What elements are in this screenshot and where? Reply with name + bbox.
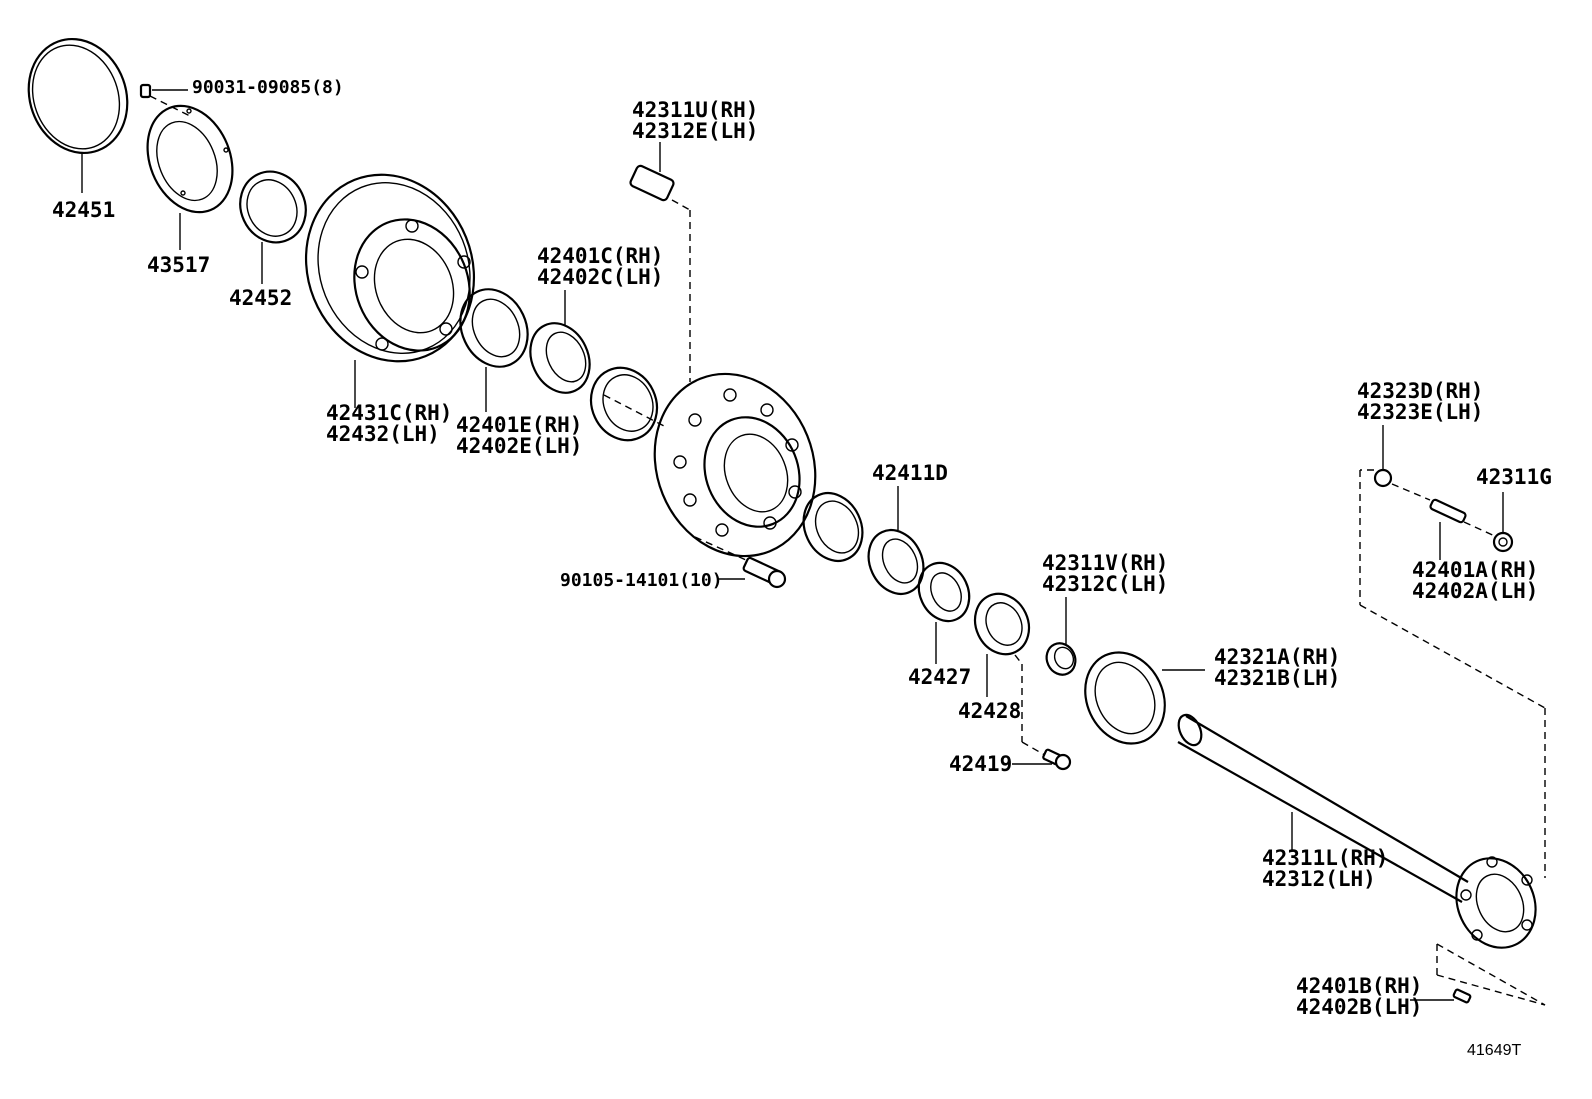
part-42323d-nut[interactable] bbox=[1359, 425, 1546, 878]
label-42323e-lh: 42323E(LH) bbox=[1357, 400, 1483, 424]
label-42323d-rh: 42323D(RH) bbox=[1357, 379, 1483, 403]
label-42411d: 42411D bbox=[872, 461, 948, 485]
part-42321a-gasket[interactable] bbox=[1071, 639, 1205, 756]
bearing-cup-inner bbox=[802, 492, 864, 562]
part-42311l-axle-shaft[interactable] bbox=[1174, 711, 1550, 960]
label-90105-14101: 90105-14101(10) bbox=[560, 570, 723, 591]
part-42428-lock-washer[interactable] bbox=[965, 585, 1051, 759]
label-42401b-rh: 42401B(RH) bbox=[1296, 974, 1422, 998]
label-42402b-lh: 42402B(LH) bbox=[1296, 995, 1422, 1019]
label-42427: 42427 bbox=[908, 665, 971, 689]
label-42452: 42452 bbox=[229, 286, 292, 310]
label-43517: 43517 bbox=[147, 253, 210, 277]
wheel-hub bbox=[603, 372, 817, 561]
label-42402e-lh: 42402E(LH) bbox=[456, 434, 582, 458]
part-42311v-sleeve[interactable] bbox=[1042, 597, 1081, 679]
part-90105-bolt[interactable] bbox=[718, 556, 787, 589]
part-42431c-brake-drum[interactable] bbox=[278, 149, 501, 408]
label-42401a-rh: 42401A(RH) bbox=[1412, 558, 1538, 582]
label-42312c-lh: 42312C(LH) bbox=[1042, 572, 1168, 596]
part-42451-ring[interactable] bbox=[13, 25, 143, 193]
part-42419-screw[interactable] bbox=[1012, 748, 1072, 771]
part-42452-ring[interactable] bbox=[229, 161, 317, 284]
label-42321a-rh: 42321A(RH) bbox=[1214, 645, 1340, 669]
bearing-cup-outer bbox=[589, 366, 659, 442]
part-42401b-pin[interactable] bbox=[1410, 943, 1546, 1006]
label-42431c-rh: 42431C(RH) bbox=[326, 401, 452, 425]
diagram-reference-code: 41649T bbox=[1467, 1042, 1521, 1059]
label-42311u-rh: 42311U(RH) bbox=[632, 98, 758, 122]
label-42312e-lh: 42312E(LH) bbox=[632, 119, 758, 143]
part-42401a-stud[interactable] bbox=[1429, 498, 1498, 560]
label-42402c-lh: 42402C(LH) bbox=[537, 265, 663, 289]
part-42401c-bearing[interactable] bbox=[519, 290, 600, 402]
label-42432-lh: 42432(LH) bbox=[326, 422, 440, 446]
part-90031-screw[interactable] bbox=[139, 83, 191, 117]
label-42401c-rh: 42401C(RH) bbox=[537, 244, 663, 268]
part-43517-plate[interactable] bbox=[132, 93, 247, 250]
label-42311l-rh: 42311L(RH) bbox=[1262, 846, 1388, 870]
label-90031-09085: 90031-09085(8) bbox=[192, 77, 344, 98]
part-42401e-oil-seal[interactable] bbox=[448, 278, 540, 412]
label-42311g: 42311G bbox=[1476, 465, 1552, 489]
part-42427-nut[interactable] bbox=[910, 555, 979, 664]
label-42312-lh: 42312(LH) bbox=[1262, 867, 1376, 891]
part-42311g-nut[interactable] bbox=[1492, 492, 1514, 553]
label-42428: 42428 bbox=[958, 699, 1021, 723]
label-42401e-rh: 42401E(RH) bbox=[456, 413, 582, 437]
label-42321b-lh: 42321B(LH) bbox=[1214, 666, 1340, 690]
label-42451: 42451 bbox=[52, 198, 115, 222]
part-42311u-hub-bolt[interactable] bbox=[629, 142, 691, 382]
label-42419: 42419 bbox=[949, 752, 1012, 776]
label-42402a-lh: 42402A(LH) bbox=[1412, 579, 1538, 603]
label-42311v-rh: 42311V(RH) bbox=[1042, 551, 1168, 575]
part-42411d-bearing[interactable] bbox=[858, 486, 933, 603]
